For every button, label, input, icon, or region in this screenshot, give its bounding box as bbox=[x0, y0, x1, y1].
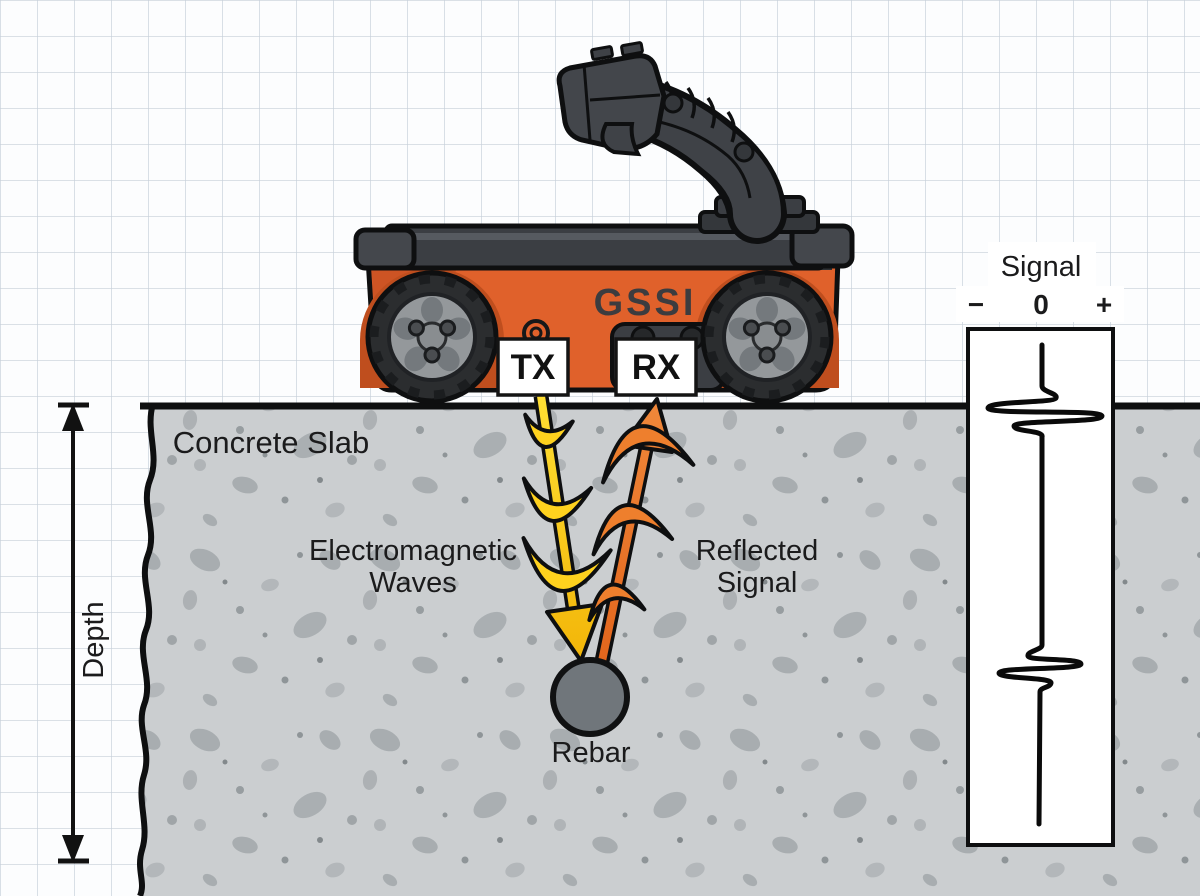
wheel-right bbox=[700, 270, 834, 404]
depth-label: Depth bbox=[78, 601, 110, 678]
signal-scale-zero: 0 bbox=[1033, 289, 1049, 320]
reflected-label-line1: Reflected bbox=[696, 535, 819, 567]
rebar-label: Rebar bbox=[552, 737, 631, 769]
signal-title: Signal bbox=[1001, 251, 1082, 283]
signal-scale-plus: + bbox=[1096, 289, 1112, 320]
concrete-left-edge bbox=[137, 403, 157, 896]
signal-panel: Signal − 0 + bbox=[956, 242, 1124, 847]
reflected-arrow bbox=[587, 397, 696, 668]
top-rail bbox=[353, 223, 855, 271]
signal-scale-minus: − bbox=[968, 289, 984, 320]
brand-logo: GSSI bbox=[594, 282, 697, 324]
rx-label: RX bbox=[632, 348, 681, 387]
rx-box: RX bbox=[614, 337, 698, 397]
wheel-left bbox=[365, 270, 499, 404]
em-waves-label-line2: Waves bbox=[369, 567, 457, 599]
gpr-cart: GSSI bbox=[353, 41, 855, 404]
depth-arrow bbox=[58, 402, 89, 864]
rebar-circle bbox=[550, 657, 630, 737]
concrete-region bbox=[137, 402, 1200, 896]
em-waves-label-line1: Electromagnetic bbox=[309, 535, 517, 567]
signal-waveform bbox=[985, 342, 1105, 827]
tx-box: TX bbox=[496, 337, 570, 397]
handle[interactable] bbox=[556, 41, 820, 244]
tx-label: TX bbox=[511, 348, 556, 387]
concrete-slab-label: Concrete Slab bbox=[173, 425, 369, 460]
reflected-label-line2: Signal bbox=[717, 567, 798, 599]
